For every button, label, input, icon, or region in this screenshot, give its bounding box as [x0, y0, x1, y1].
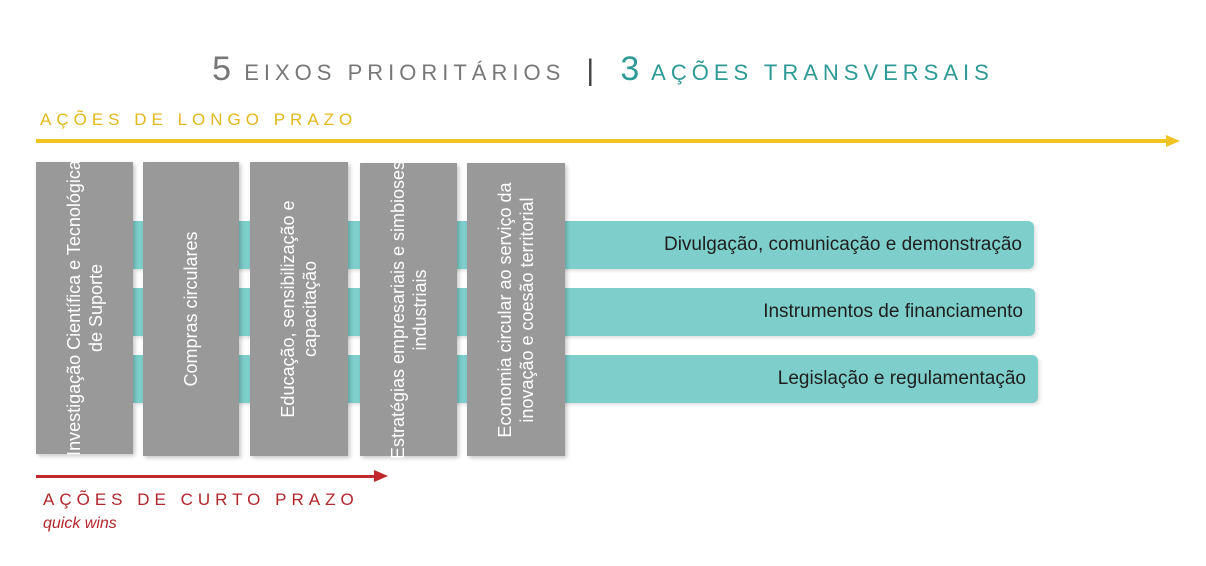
quick-wins-label: quick wins [43, 515, 117, 532]
pillar-3-label: Educação, sensibilização e capacitação [278, 200, 320, 418]
pillar-4-label: Estratégias empresariais e simbioses ind… [387, 160, 430, 459]
short-term-arrow-line [36, 475, 376, 478]
pillar-5-label: Economia circular ao serviço da inovação… [495, 181, 537, 438]
pillar-1-label: Investigação Científica e Tecnológica de… [63, 160, 106, 456]
pillar-3: Educação, sensibilização e capacitação [250, 162, 348, 456]
acoes-label: AÇÕES TRANSVERSAIS [651, 60, 994, 85]
diagram-title: 5 EIXOS PRIORITÁRIOS | 3 AÇÕES TRANSVERS… [0, 50, 1206, 89]
transversal-band-3-label: Legislação e regulamentação [777, 368, 1026, 389]
title-separator: | [586, 54, 600, 87]
short-term-arrow-head-icon [374, 470, 388, 482]
pillar-4: Estratégias empresariais e simbioses ind… [360, 160, 457, 459]
eixos-number: 5 [212, 50, 234, 88]
long-term-arrow-head-icon [1166, 135, 1180, 147]
transversal-band-1-label: Divulgação, comunicação e demonstração [663, 234, 1022, 255]
eixos-label: EIXOS PRIORITÁRIOS [244, 60, 566, 85]
pillar-2: Compras circulares [143, 162, 239, 456]
pillar-5: Economia circular ao serviço da inovação… [467, 163, 565, 456]
acoes-number: 3 [620, 50, 642, 88]
pillar-2-label: Compras circulares [181, 231, 201, 387]
pillar-1: Investigação Científica e Tecnológica de… [36, 160, 133, 456]
short-term-label: AÇÕES DE CURTO PRAZO [43, 490, 359, 509]
transversal-band-2-label: Instrumentos de financiamento [763, 301, 1023, 322]
long-term-label: AÇÕES DE LONGO PRAZO [40, 110, 358, 129]
long-term-arrow-line [36, 139, 1168, 143]
